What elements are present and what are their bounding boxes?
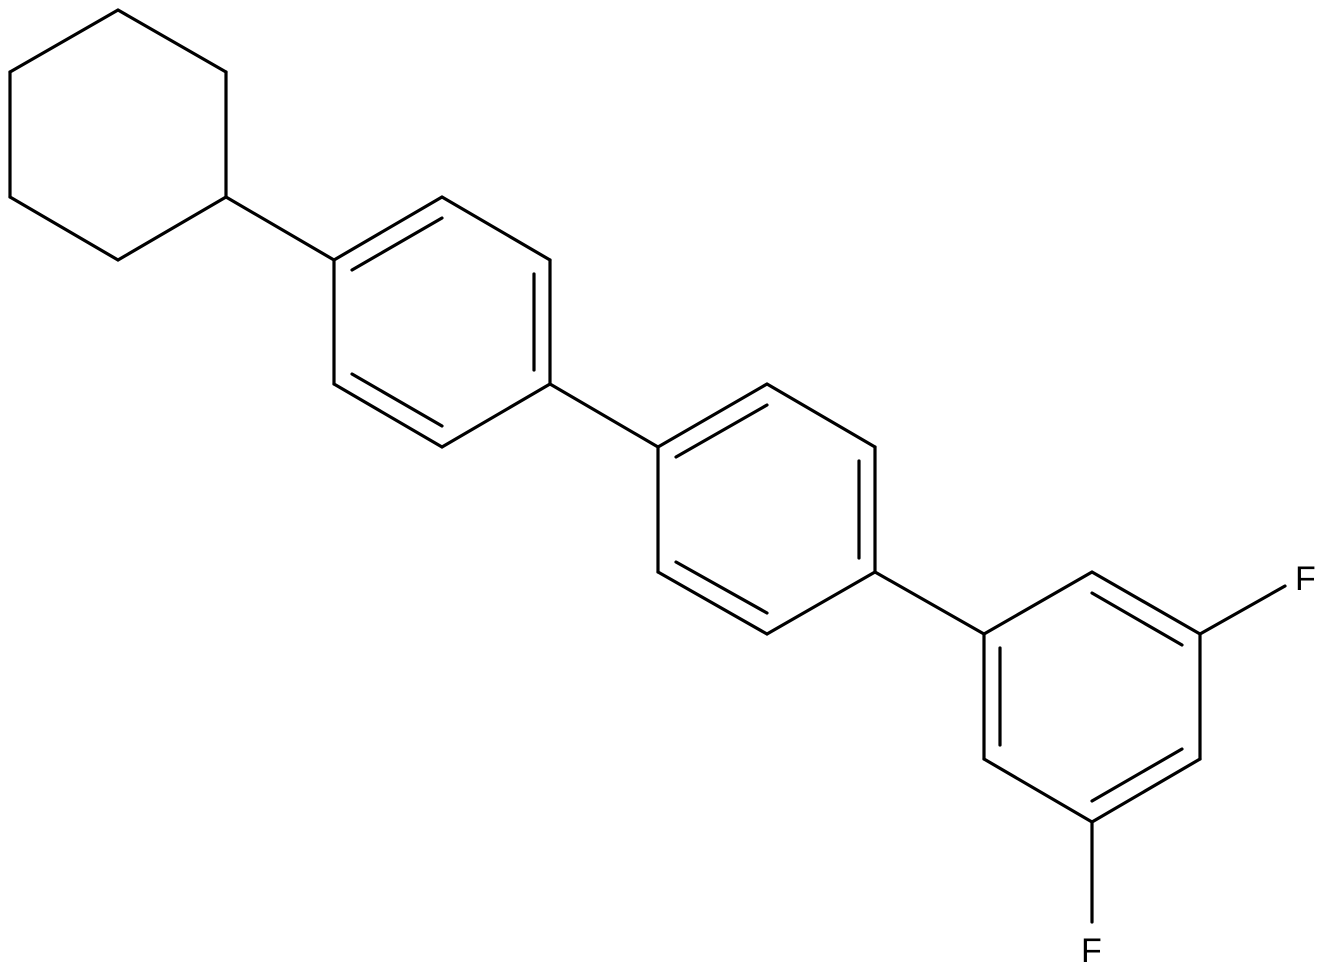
double-bond-inner <box>1090 591 1184 647</box>
benzene-ring-2 <box>656 382 877 636</box>
bond <box>656 570 769 636</box>
double-bond-inner <box>674 403 769 459</box>
bond <box>765 382 877 449</box>
single-bond-biaryl-2 <box>873 570 986 636</box>
bond <box>1090 570 1202 636</box>
carbon-fluorine-bond-top <box>1198 584 1287 636</box>
difluorobenzene-ring <box>982 570 1202 824</box>
benzene-ring-1 <box>332 195 552 449</box>
double-bond-inner <box>674 560 769 615</box>
bond <box>332 195 444 262</box>
single-bond-cyclohexyl-aryl <box>224 195 336 262</box>
bond <box>8 8 120 74</box>
bond <box>982 757 1094 824</box>
single-bond-biaryl-1 <box>548 382 660 449</box>
bond <box>332 382 444 449</box>
bond <box>116 8 228 74</box>
bond <box>440 382 552 449</box>
double-bond-inner <box>350 372 444 428</box>
fluorine-atom-label-top: F <box>1295 560 1316 598</box>
bond <box>1090 757 1202 824</box>
bond <box>765 570 877 636</box>
bond <box>8 195 120 262</box>
bond <box>656 382 769 449</box>
cyclohexane-ring <box>8 8 228 262</box>
fluorine-atom-label-bottom: F <box>1081 932 1102 970</box>
double-bond-inner <box>350 216 444 272</box>
double-bond-inner <box>1090 747 1184 803</box>
bond <box>440 195 552 262</box>
bond <box>982 570 1094 636</box>
bond <box>116 195 228 262</box>
